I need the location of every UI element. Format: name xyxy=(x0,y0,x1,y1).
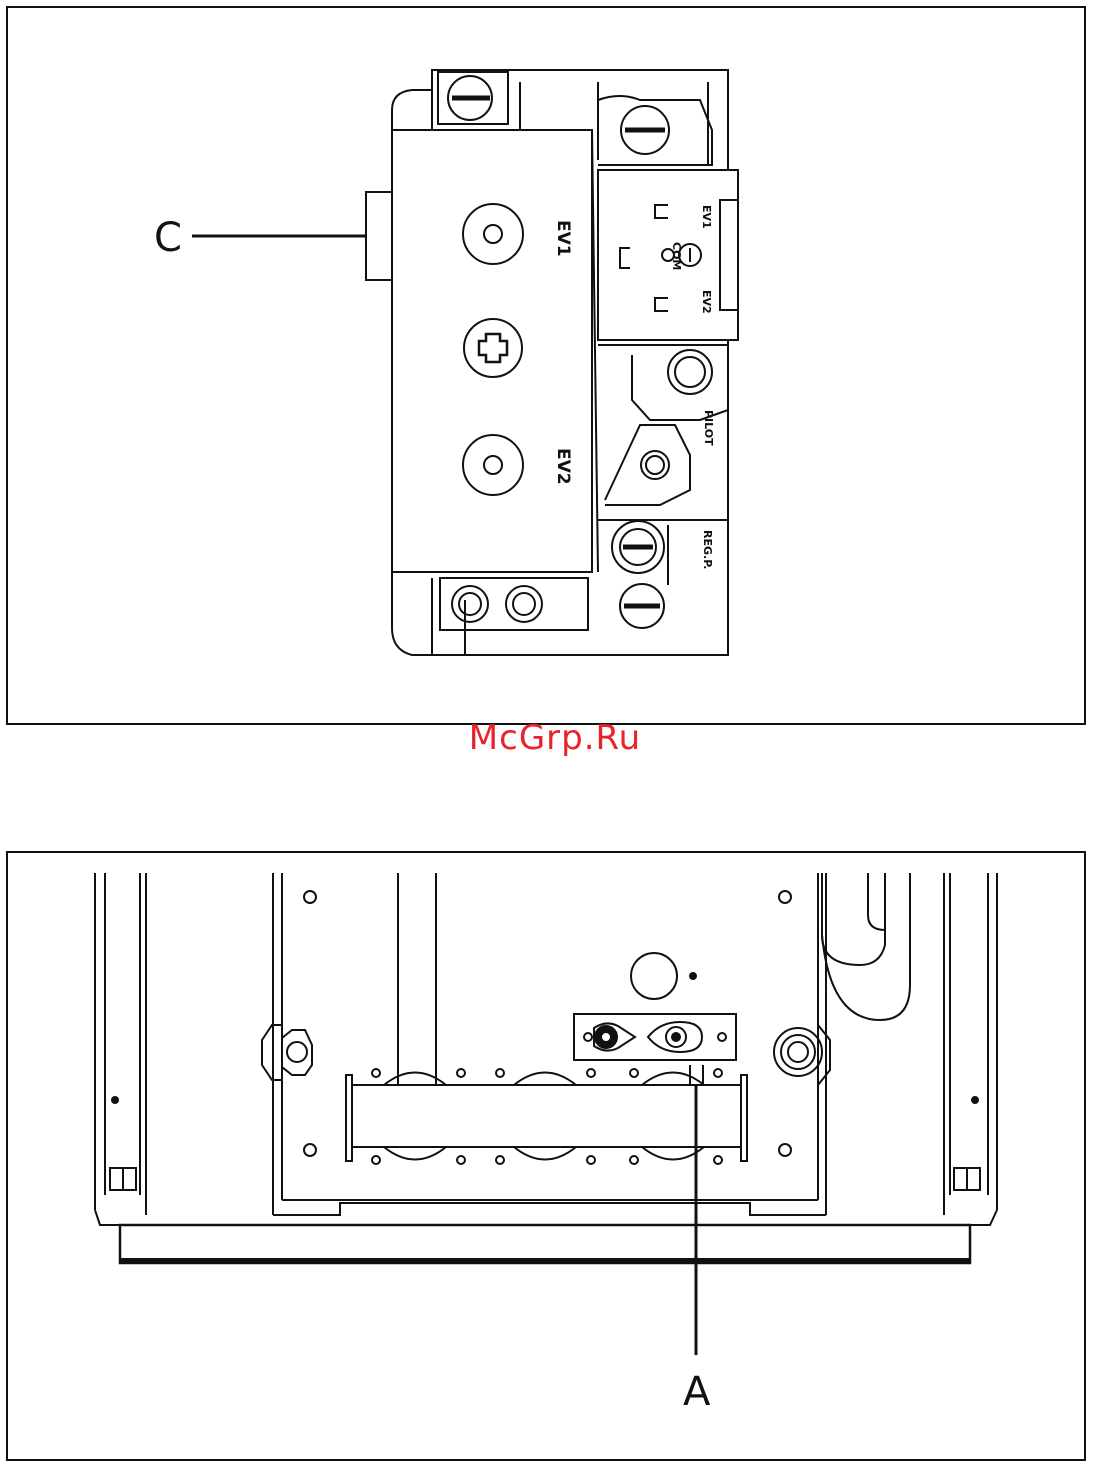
left-side-panel xyxy=(95,873,146,1225)
electrode-bracket xyxy=(574,1014,736,1060)
right-connector xyxy=(774,1025,830,1085)
central-casing xyxy=(273,873,826,1215)
sensor-disc xyxy=(631,953,696,999)
pipe-bend xyxy=(822,873,910,1020)
left-nut xyxy=(262,1025,312,1080)
right-side-panel xyxy=(944,873,997,1225)
callout-a: A xyxy=(683,1369,711,1415)
burner-manifold xyxy=(346,1065,747,1164)
bottom-rail xyxy=(120,1225,970,1263)
